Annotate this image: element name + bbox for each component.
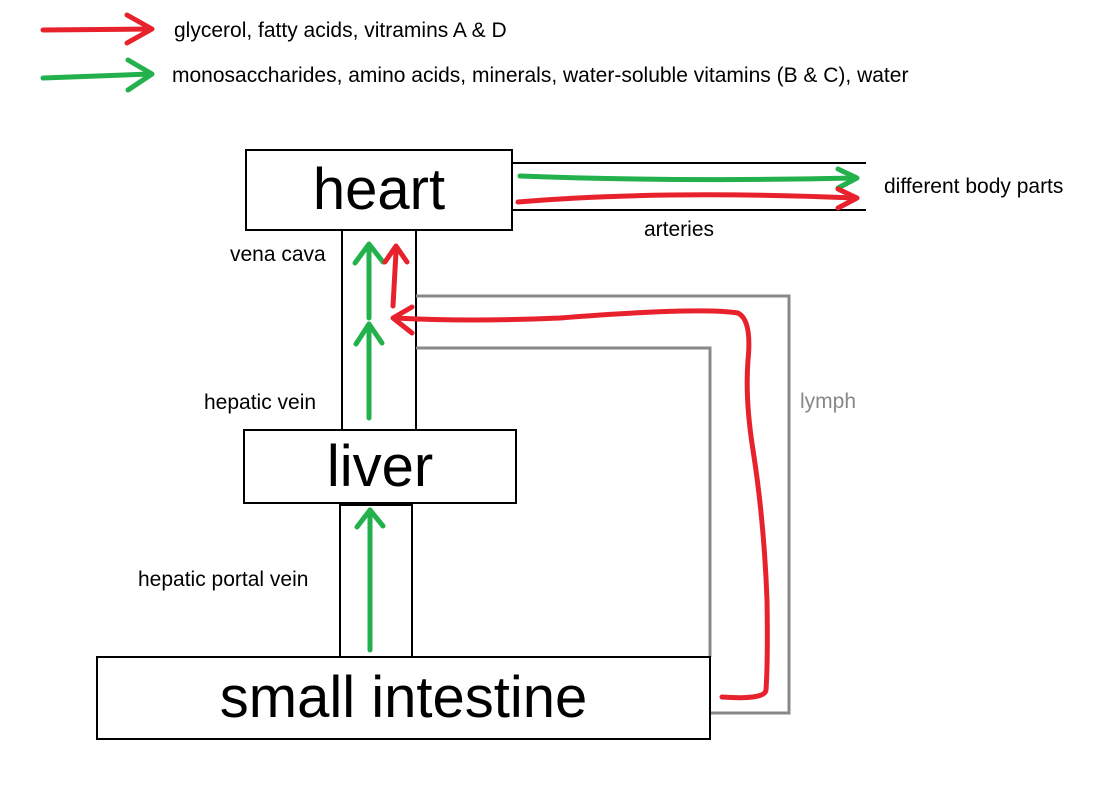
hepatic-portal-vein-tube [339,504,413,658]
small-intestine-label: small intestine [219,665,588,730]
lymph-vessel [416,294,791,715]
legend-red-arrow [40,12,155,46]
vena-cava-label: vena cava [230,243,326,266]
legend-green-text: monosaccharides, amino acids, minerals, … [172,64,909,87]
destination-label: different body parts [884,175,1064,198]
heart-label: heart [312,157,446,222]
red-flow-arrows [382,186,860,701]
lymph-label: lymph [800,390,857,413]
liver-label: liver [326,433,434,499]
hepatic-vein-label: hepatic vein [204,391,317,414]
legend-green-arrow [40,57,155,93]
hepatic-portal-vein-label: hepatic portal vein [138,568,309,591]
legend-red-text: glycerol, fatty acids, vitramins A & D [174,19,507,42]
arteries-label: arteries [644,218,715,241]
small-intestine-box: small intestine [96,656,711,740]
heart-box: heart [245,149,513,231]
green-flow-arrows [352,166,860,653]
liver-box: liver [243,429,517,504]
